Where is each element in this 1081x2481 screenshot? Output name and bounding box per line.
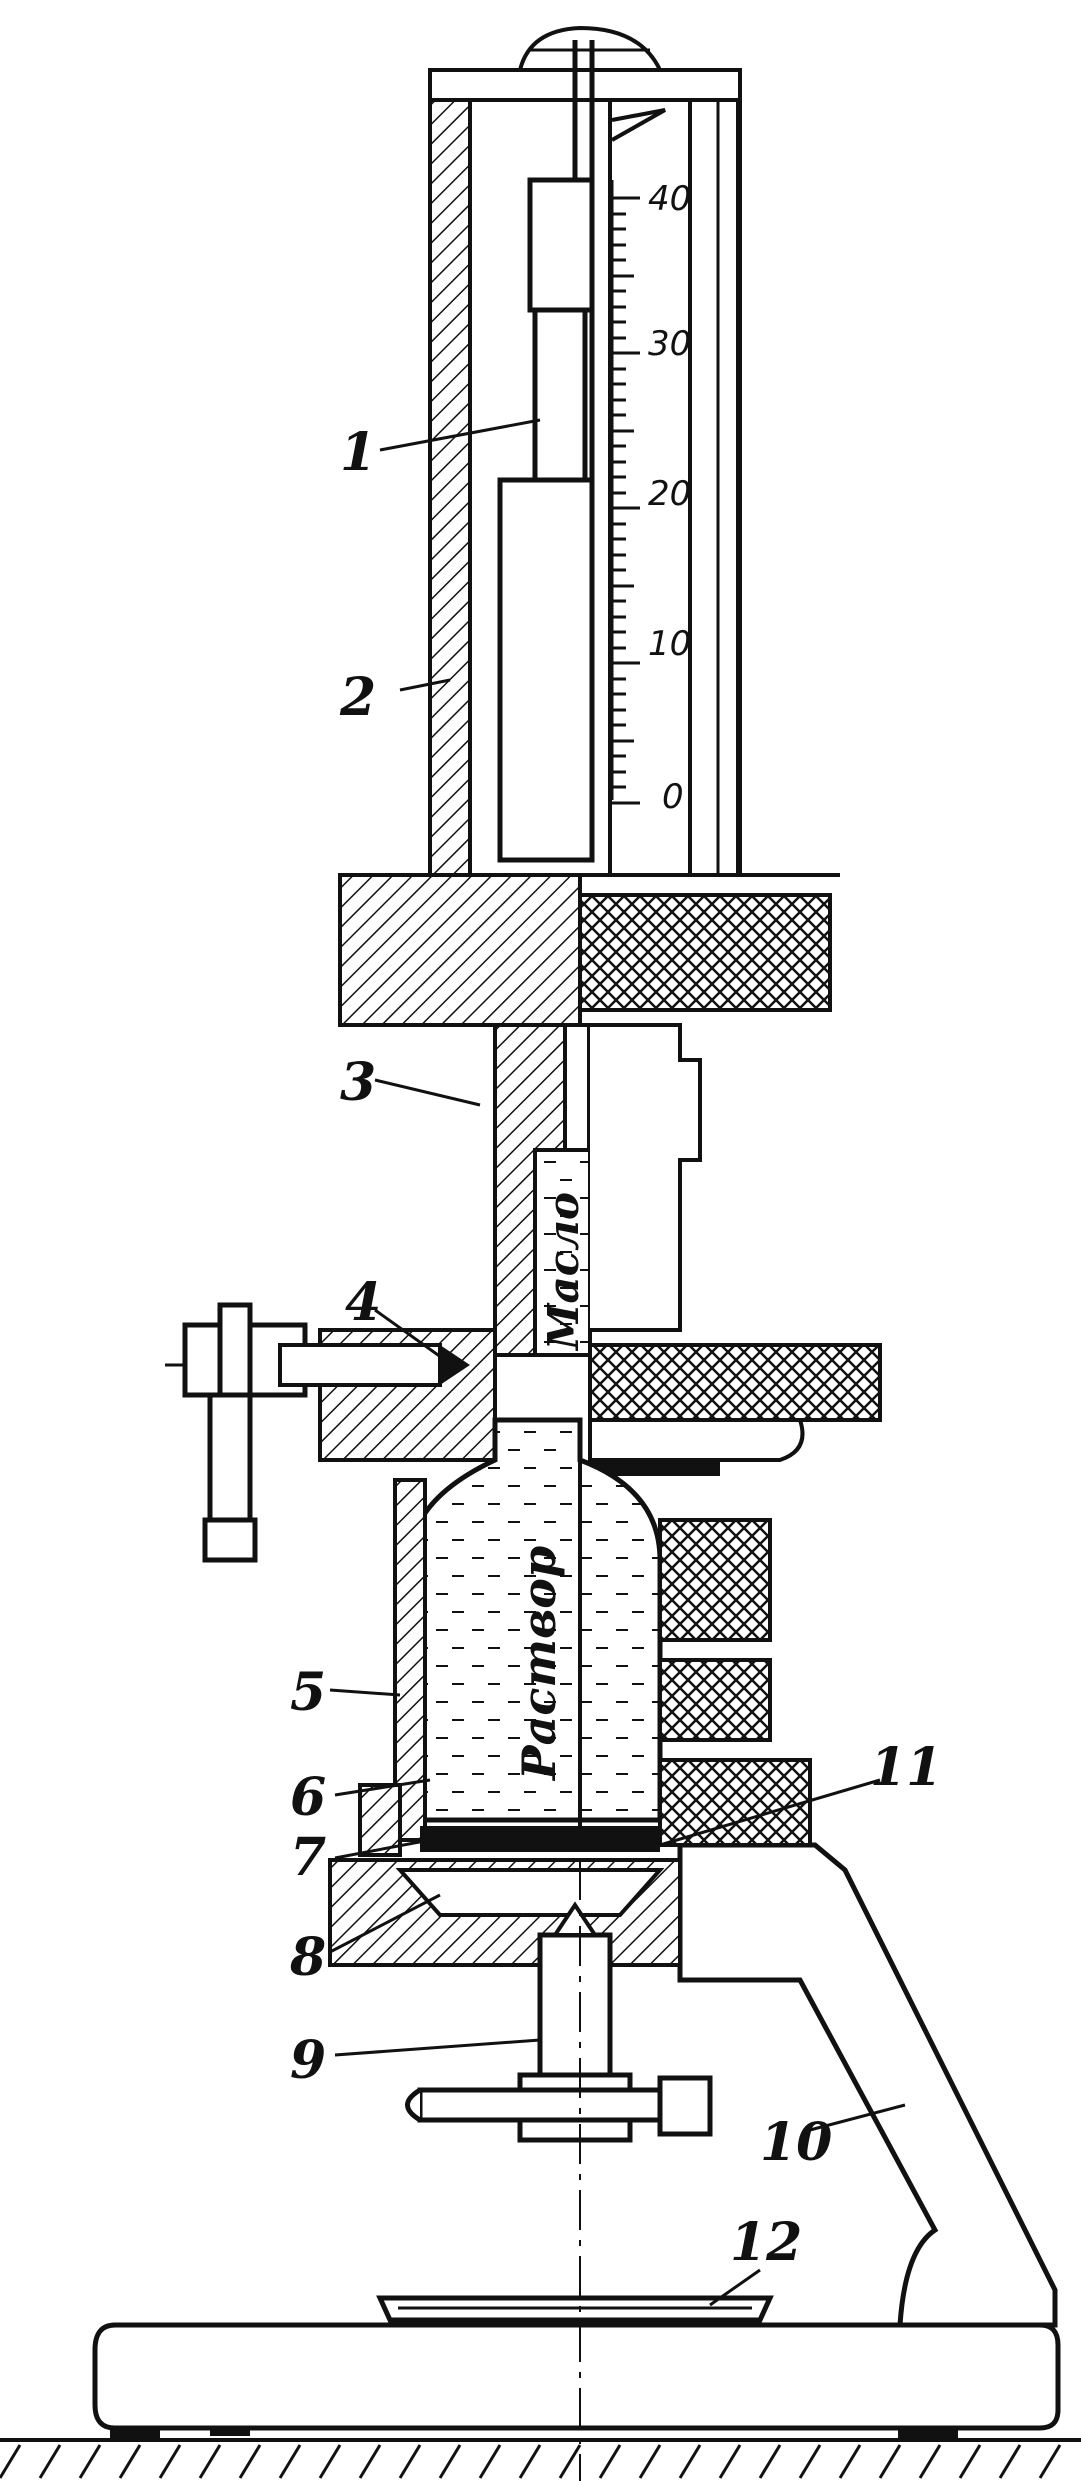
- callout-9: 9: [290, 2030, 326, 2091]
- callout-5: 5: [290, 1662, 326, 1723]
- callout-7: 7: [290, 1827, 326, 1888]
- central-column: Масло: [493, 1023, 882, 1476]
- callout-12: 12: [730, 2212, 802, 2273]
- scale-tick-20: 20: [648, 474, 691, 514]
- ground: [0, 2438, 1081, 2479]
- scale-tick-10: 10: [648, 624, 691, 664]
- collection-dish: [376, 2295, 774, 2323]
- clamp-screw: [405, 1901, 713, 2143]
- callout-2: 2: [339, 667, 376, 728]
- scale-tick-30: 30: [648, 324, 691, 364]
- plunger: [497, 40, 595, 863]
- callout-11: 11: [870, 1737, 942, 1798]
- base-plate: [92, 2322, 1061, 2440]
- leader-lines: [329, 418, 906, 2307]
- needle-valve: [165, 1302, 497, 1563]
- callout-8: 8: [289, 1927, 326, 1988]
- scale-tick-0: 0: [662, 777, 684, 817]
- callout-10: 10: [760, 2112, 832, 2173]
- chamber-clamp-rings: [658, 1518, 812, 1847]
- scale-tick-40: 40: [648, 179, 691, 219]
- callout-labels: 1 2 3 4 5 6 7 8 9 10 11 12: [289, 422, 942, 2273]
- callout-4: 4: [345, 1272, 381, 1333]
- callout-6: 6: [290, 1767, 326, 1828]
- callout-3: 3: [340, 1052, 376, 1113]
- callout-1: 1: [340, 422, 376, 483]
- oil-label: Масло: [539, 1192, 588, 1352]
- upper-flange: [338, 873, 840, 1027]
- measuring-scale: 40 30 20 10 0: [608, 98, 740, 877]
- stand-arm: [677, 1842, 1058, 2328]
- solution-chamber: Раствор: [393, 1417, 663, 1842]
- solution-label: Раствор: [512, 1546, 566, 1782]
